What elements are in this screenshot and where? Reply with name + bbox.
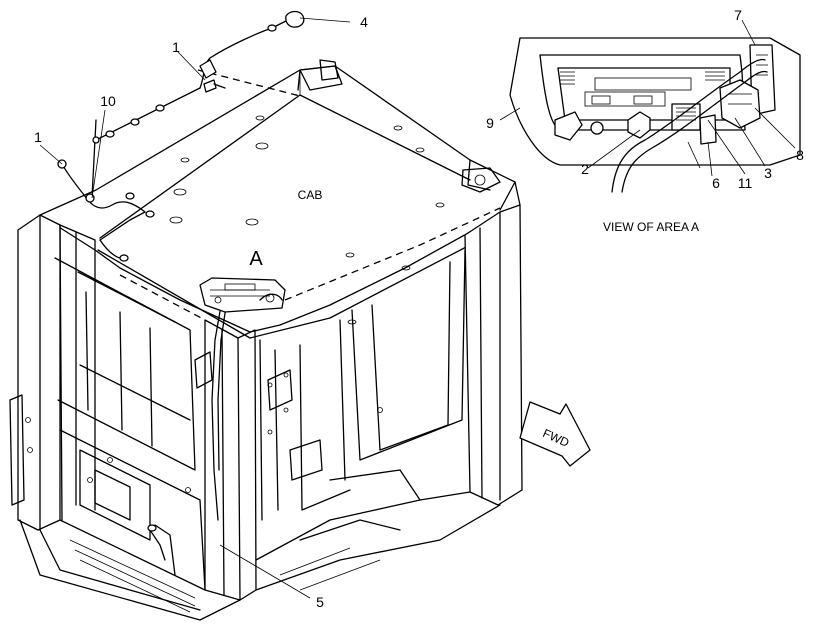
cab-roof: [39, 59, 521, 339]
callout-9: 9: [486, 115, 494, 131]
fwd-arrow: FWD: [519, 401, 591, 467]
callout-5: 5: [316, 594, 324, 610]
cab-frame: [9, 204, 523, 621]
callout-11: 11: [738, 175, 753, 191]
area-a-panel: [199, 277, 286, 313]
callout-6: 6: [712, 175, 720, 191]
cab-label: CAB: [298, 188, 323, 202]
inset-view: [509, 37, 801, 193]
wiring-harness: [57, 10, 305, 561]
callout-4: 4: [360, 14, 368, 30]
callout-1-top: 1: [172, 39, 180, 55]
callout-3: 3: [764, 165, 772, 181]
labels: CAB A VIEW OF AREA A 1 1 2 3 4 5 6 7 8 9…: [34, 7, 804, 610]
area-marker: A: [249, 248, 263, 270]
view-caption: VIEW OF AREA A: [603, 220, 699, 234]
callout-8: 8: [796, 147, 804, 163]
callout-1-left: 1: [34, 129, 42, 145]
leader-lines: [39, 17, 796, 599]
callout-2: 2: [581, 161, 589, 177]
callout-10: 10: [100, 93, 116, 109]
callout-7: 7: [734, 7, 742, 23]
